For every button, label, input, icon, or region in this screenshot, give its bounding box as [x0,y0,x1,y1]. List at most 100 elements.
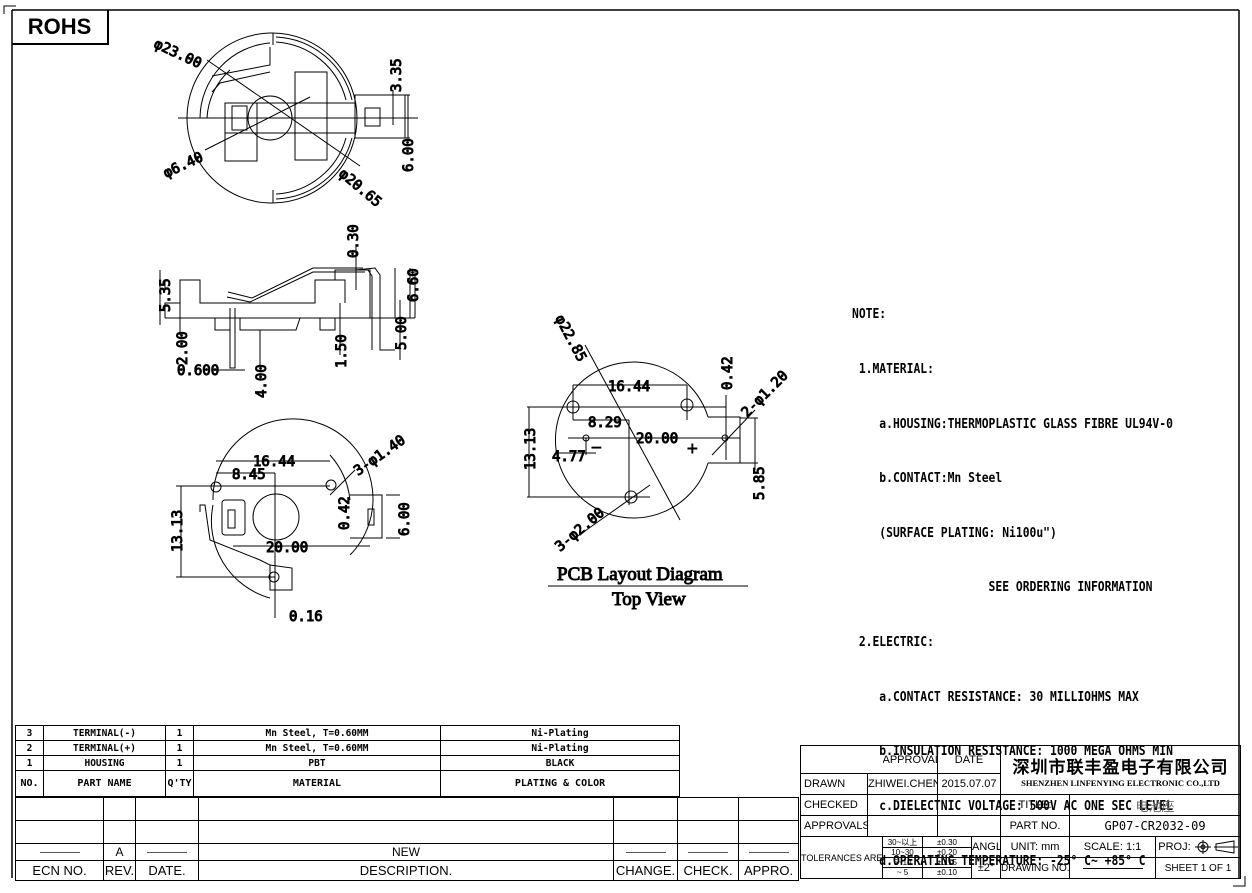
cell: 3 [15,725,44,741]
cell: Ni-Plating [440,725,680,741]
dim-pcb-20-00: 20.00 [636,431,678,447]
title-label: TITLE: [1000,794,1071,816]
tolerance-value: ±0.30 [923,838,971,848]
dim-bottom-0-42: 0.42 [337,496,353,530]
cell: BLACK [440,755,680,771]
third-angle-projection-icon [1194,840,1238,854]
tolerance-value: ±0.20 [923,848,971,858]
top-view [178,32,418,204]
cell: 2 [15,740,44,756]
cell: 1 [165,725,194,741]
tolerance-range: 30~以上 [883,838,922,848]
cell: Mn Steel, T=0.60MM [193,725,441,741]
tolerance-range: 5~10 [883,858,922,868]
note-line: 2.ELECTRIC: [852,635,934,651]
dim-side-5-35: 5.35 [158,278,174,312]
header-cell: DATE. [135,860,199,881]
pcb-layout-title: PCB Layout Diagram [557,564,723,585]
dim-pcb-3-diameter-2-00: 3-φ2.00 [552,505,607,555]
note-line: SEE ORDERING INFORMATION [852,580,1153,596]
title-block: APPROVALS DATE 深圳市联丰盈电子有限公司 SHENZHEN LIN… [800,745,1242,879]
dim-bottom-8-45: 8.45 [232,467,266,483]
cell: Ni-Plating [440,740,680,756]
dim-bottom-0-16: 0.16 [289,609,323,625]
drawing-no-label: DRAWING NO. [1000,857,1071,879]
dim-pcb-0-42: 0.42 [720,356,736,390]
tolerance-range: ~ 5 [896,868,909,877]
drawing-no-value [1069,857,1157,879]
dim-side-0-600: 0.600 [177,363,219,379]
cell: TERMINAL(-) [43,725,166,741]
pcb-plus-sign: + [687,439,698,460]
approvals-header: APPROVALS [882,745,939,774]
header-cell: PART NAME [43,770,166,797]
dim-pcb-2-diameter-1-20: 2-φ1.20 [739,368,792,421]
header-cell: REV. [103,860,136,881]
approvals-label: APPROVALS [800,815,868,837]
side-view [159,245,416,371]
cell [613,843,678,861]
tolerance-range: 10~30 [883,848,922,858]
revision-table: A NEW ECN NO.REV.DATE.DESCRIPTION.CHANGE… [15,797,799,881]
dim-pcb-5-85: 5.85 [752,466,768,500]
header-cell: APPRO. [738,860,799,881]
dim-side-2-00: 2.00 [175,331,191,365]
header-cell: DESCRIPTION. [198,860,614,881]
cell [677,843,739,861]
header-cell: CHECK. [677,860,739,881]
tolerance-value: ±0.10 [937,868,957,877]
dim-side-6-60: 6.60 [406,268,422,302]
tolerance-values: ±0.30 ±0.20 ±0.15 ±0.10 [921,836,973,879]
dim-side-0-30: 0.30 [346,224,362,258]
company-name-cn: 深圳市联丰盈电子有限公司 [1012,757,1229,778]
note-line: a.CONTACT RESISTANCE: 30 MILLIOHMS MAX [852,689,1139,705]
note-line: a.HOUSING:THERMOPLASTIC GLASS FIBRE UL94… [852,416,1173,432]
drawn-date: 2015.07.07 [937,773,1002,795]
header-cell: MATERIAL [193,770,441,797]
title-value: 电池座 [1069,794,1242,816]
tolerance-value: ±0.15 [923,858,971,868]
revision-value: A [103,843,136,861]
description-value: NEW [198,843,614,861]
dim-pcb-4-77: 4.77 [552,449,586,465]
note-line: (SURFACE PLATING: Ni100u") [852,525,1057,541]
cell: TERMINAL(+) [43,740,166,756]
scale: SCALE: 1:1 [1069,836,1157,858]
drawn-label: DRAWN [800,773,868,795]
dim-side-5-00: 5.00 [394,316,410,350]
pcb-minus-sign: − [591,438,602,459]
company-name-en: SHENZHEN LINFENYING ELECTRONIC CO.,LTD [1021,777,1220,788]
unit: UNIT: mm [1000,836,1071,858]
dim-side-1-50: 1.50 [334,334,350,368]
company-name: 深圳市联丰盈电子有限公司 SHENZHEN LINFENYING ELECTRO… [1000,745,1242,795]
part-no-label: PART NO. [1000,815,1071,837]
cell [738,843,799,861]
sheet-number: SHEET 1 OF 1 [1155,857,1242,879]
table-row [15,820,799,844]
header-cell: NO. [15,770,44,797]
drawn-by: ZHIWEI.CHEN [866,773,939,795]
angle-label: ANGLE [971,836,1002,858]
part-number: GP07-CR2032-09 [1069,815,1242,837]
date-header: DATE [937,745,1002,774]
dim-bottom-6-00: 6.00 [397,502,413,536]
dim-top-3-35: 3.35 [389,58,405,92]
header-cell: PLATING & COLOR [440,770,680,797]
cell: Mn Steel, T=0.60MM [193,740,441,756]
cell: 1 [165,755,194,771]
bottom-view [176,418,400,618]
dim-side-4-00: 4.00 [254,364,270,398]
angle-value: ±2° [971,857,1002,879]
rohs-badge: ROHS [12,10,109,45]
dim-pcb-13-13: 13.13 [523,428,539,470]
dim-bottom-16-44: 16.44 [253,454,295,470]
tolerance-ranges: 30~以上 10~30 5~10 ~ 5 [882,836,923,879]
dim-bottom-3-diameter-1-40: 3-φ1.40 [351,432,409,479]
pcb-layout [527,344,758,587]
cell [135,843,199,861]
dim-top-diameter-23: φ23.00 [151,36,204,72]
